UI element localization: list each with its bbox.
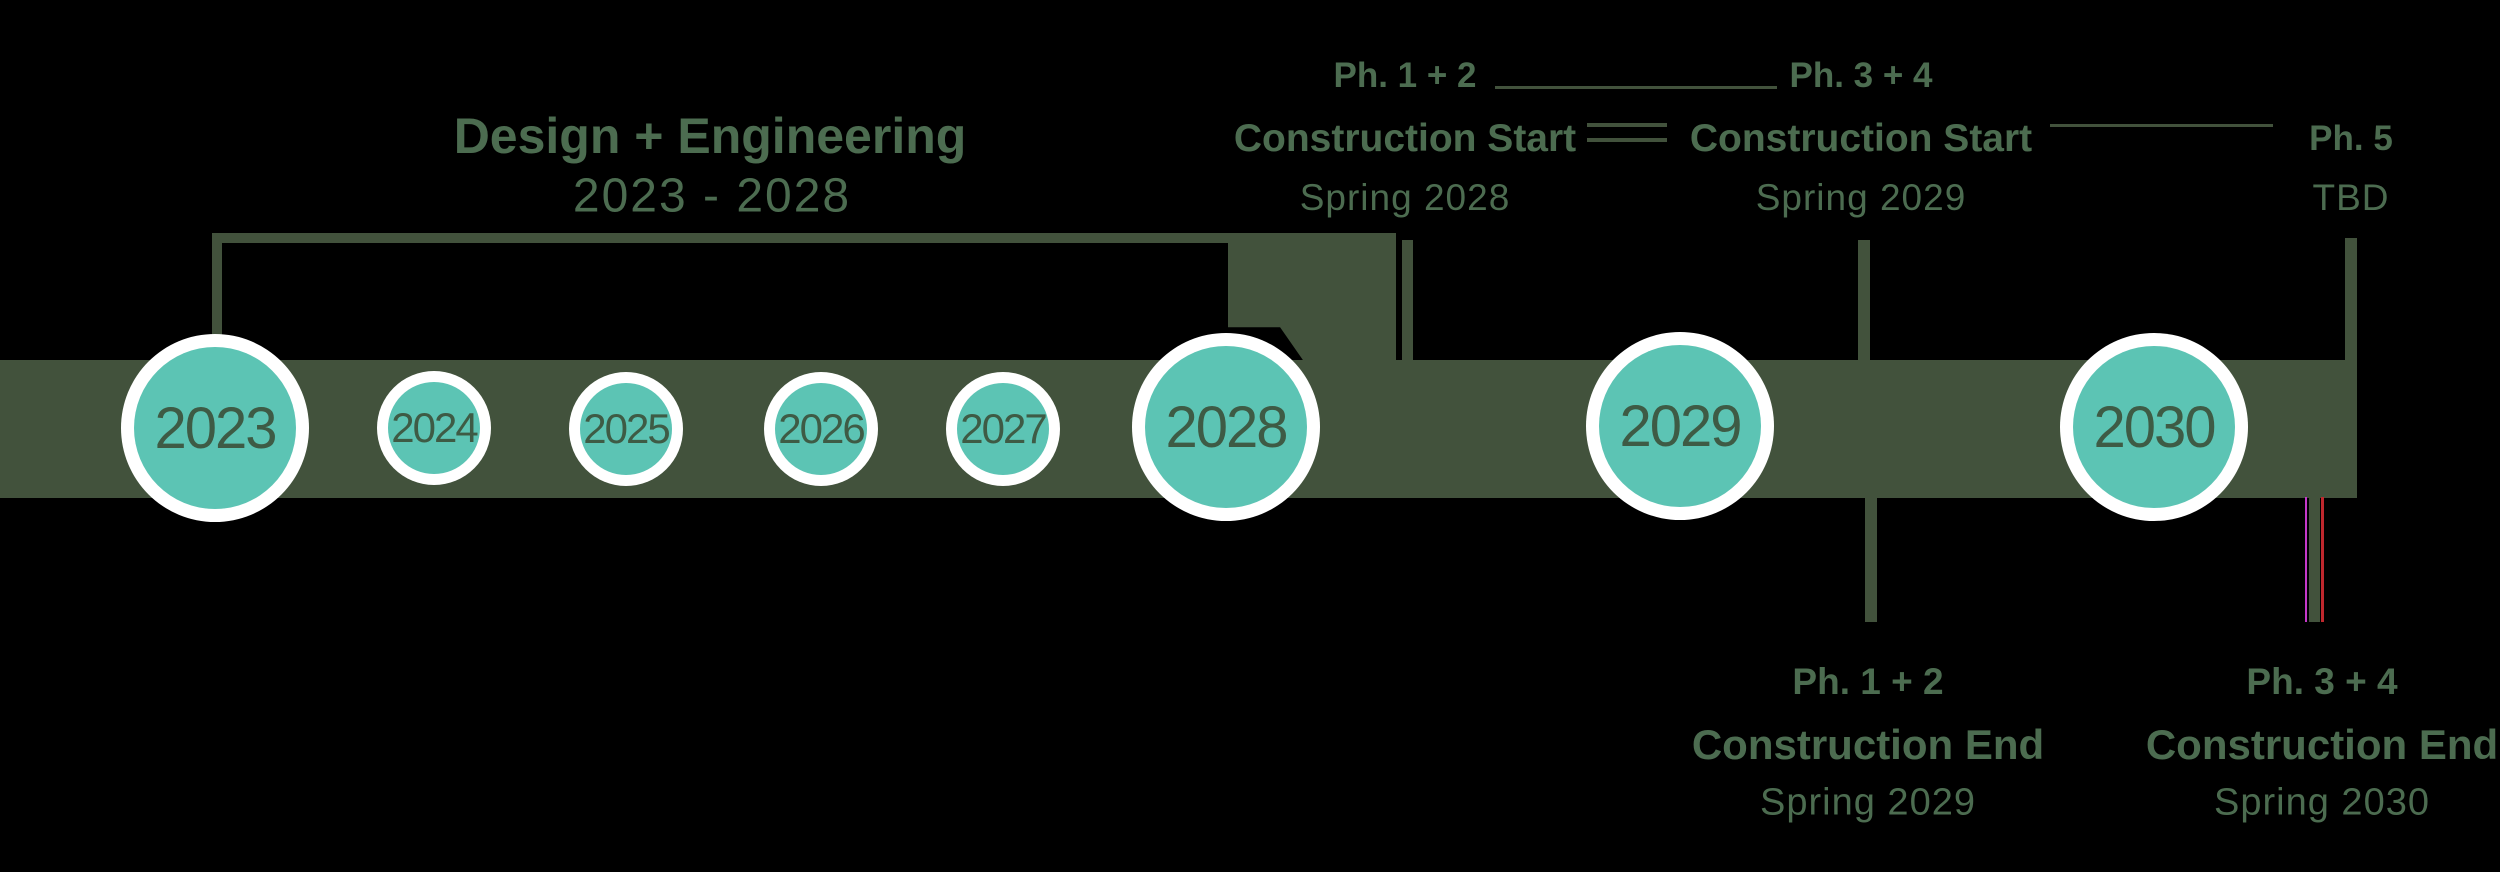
- connector-ph12-start: [1402, 240, 1413, 361]
- ph34-start-phase: Ph. 3 + 4: [1789, 56, 1933, 95]
- year-label: 2023: [154, 395, 277, 461]
- leader-line-construction-start-upper: [1587, 123, 1667, 127]
- leader-line-ph12-ph34: [1495, 86, 1777, 89]
- year-circle-fill: 2025: [580, 383, 672, 475]
- ph12-end-phase: Ph. 1 + 2: [1792, 661, 1944, 702]
- connector-ph12-end: [1865, 497, 1877, 622]
- leader-line-construction-start-lower: [1587, 138, 1667, 142]
- design-engineering-title: Design + Engineering: [453, 108, 967, 164]
- year-circle-2030: 2030: [2060, 333, 2248, 521]
- year-circle-fill: 2026: [775, 383, 867, 475]
- ph5-date: TBD: [2312, 177, 2390, 218]
- year-circle-fill: 2027: [957, 383, 1049, 475]
- ph12-end-event: Construction End: [1691, 721, 2045, 768]
- year-circle-fill: 2028: [1145, 346, 1307, 508]
- year-circle-2023: 2023: [121, 334, 309, 522]
- year-circle-2024: 2024: [377, 371, 491, 485]
- glitch-line-red: [2321, 497, 2324, 622]
- year-circle-fill: 2029: [1599, 345, 1761, 507]
- leader-line-ph5: [2050, 124, 2273, 127]
- year-circle-2029: 2029: [1586, 332, 1774, 520]
- year-label: 2029: [1619, 393, 1742, 459]
- year-label: 2028: [1165, 394, 1288, 460]
- ph12-start-date: Spring 2028: [1299, 177, 1511, 218]
- design-engineering-dates: 2023 - 2028: [572, 169, 852, 223]
- ph34-end-phase: Ph. 3 + 4: [2246, 661, 2398, 702]
- year-label: 2025: [583, 405, 670, 452]
- year-circle-2025: 2025: [569, 372, 683, 486]
- glitch-line-magenta: [2305, 497, 2307, 622]
- design-engineering-bracket-left-drop: [212, 233, 222, 335]
- year-circle-fill: 2023: [134, 347, 296, 509]
- ph5-phase: Ph. 5: [2309, 119, 2393, 158]
- year-label: 2024: [391, 404, 478, 451]
- connector-ph5: [2345, 238, 2357, 361]
- ph34-start-event: Construction Start: [1689, 117, 2033, 160]
- connector-ph34-end: [2309, 497, 2320, 622]
- year-circle-fill: 2024: [388, 382, 480, 474]
- year-label: 2030: [2093, 394, 2216, 460]
- ph12-start-phase: Ph. 1 + 2: [1333, 56, 1477, 95]
- design-engineering-bracket-horizontal: [212, 233, 1396, 243]
- year-circle-2027: 2027: [946, 372, 1060, 486]
- year-circle-2028: 2028: [1132, 333, 1320, 521]
- ph34-end-date: Spring 2030: [2214, 781, 2430, 824]
- year-label: 2026: [778, 405, 865, 452]
- ph12-end-date: Spring 2029: [1760, 781, 1976, 824]
- ph34-end-event: Construction End: [2145, 721, 2499, 768]
- connector-ph34-start: [1858, 240, 1870, 361]
- year-circle-2026: 2026: [764, 372, 878, 486]
- ph34-start-date: Spring 2029: [1755, 177, 1967, 218]
- year-label: 2027: [960, 405, 1047, 452]
- ph12-start-event: Construction Start: [1233, 117, 1577, 160]
- year-circle-fill: 2030: [2073, 346, 2235, 508]
